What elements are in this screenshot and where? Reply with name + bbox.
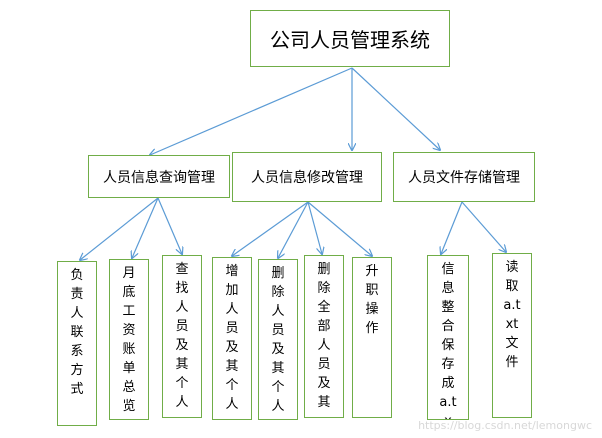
arrow-modify-to-delete-all xyxy=(307,201,322,254)
leaf-label-delete-all: 删除全部人员及其 xyxy=(317,262,331,410)
arrow-modify-to-add xyxy=(232,201,309,256)
leaf-label-contact: 负责人联系方式 xyxy=(70,268,84,397)
leaf-node-find: 查找人员及其个人 xyxy=(162,255,202,418)
group-label-modify: 人员信息修改管理 xyxy=(251,170,363,186)
arrow-modify-to-delete xyxy=(278,201,309,258)
group-label-query: 人员信息查询管理 xyxy=(103,169,215,186)
leaf-label-find: 查找人员及其个人 xyxy=(175,262,189,410)
arrow-root-to-query xyxy=(150,67,353,155)
arrow-query-to-find xyxy=(157,197,182,254)
arrow-query-to-contact xyxy=(80,197,159,260)
leaf-label-read: 读取a.txt文件 xyxy=(503,260,521,370)
leaf-node-delete-all: 删除全部人员及其 xyxy=(304,255,344,418)
group-node-query: 人员信息查询管理 xyxy=(88,155,230,198)
leaf-label-add: 增加人员及其个人 xyxy=(225,264,239,412)
leaf-node-contact: 负责人联系方式 xyxy=(57,261,97,426)
leaf-label-save: 信息整合保存成a.tx xyxy=(439,262,457,419)
root-label: 公司人员管理系统 xyxy=(270,28,430,52)
leaf-label-salary: 月底工资账单总览 xyxy=(122,266,136,414)
root-node: 公司人员管理系统 xyxy=(250,10,450,67)
arrow-storage-to-read xyxy=(461,201,506,252)
arrow-query-to-salary xyxy=(132,197,159,258)
leaf-node-salary: 月底工资账单总览 xyxy=(109,259,149,420)
leaf-node-read: 读取a.txt文件 xyxy=(492,253,532,418)
leaf-node-delete: 删除人员及其个人 xyxy=(258,259,298,420)
leaf-label-delete: 删除人员及其个人 xyxy=(271,266,285,414)
group-label-storage: 人员文件存储管理 xyxy=(408,170,520,186)
group-node-modify: 人员信息修改管理 xyxy=(232,152,382,202)
watermark-text: https://blog.csdn.net/lemongwc xyxy=(418,419,592,432)
leaf-node-promote: 升职操作 xyxy=(352,257,392,418)
arrow-storage-to-save xyxy=(441,201,463,254)
leaf-node-add: 增加人员及其个人 xyxy=(212,257,252,420)
group-node-storage: 人员文件存储管理 xyxy=(393,152,535,202)
leaf-label-promote: 升职操作 xyxy=(365,264,379,336)
leaf-node-save: 信息整合保存成a.tx xyxy=(427,255,469,420)
arrow-modify-to-promote xyxy=(307,201,372,256)
arrow-root-to-storage xyxy=(351,67,440,150)
